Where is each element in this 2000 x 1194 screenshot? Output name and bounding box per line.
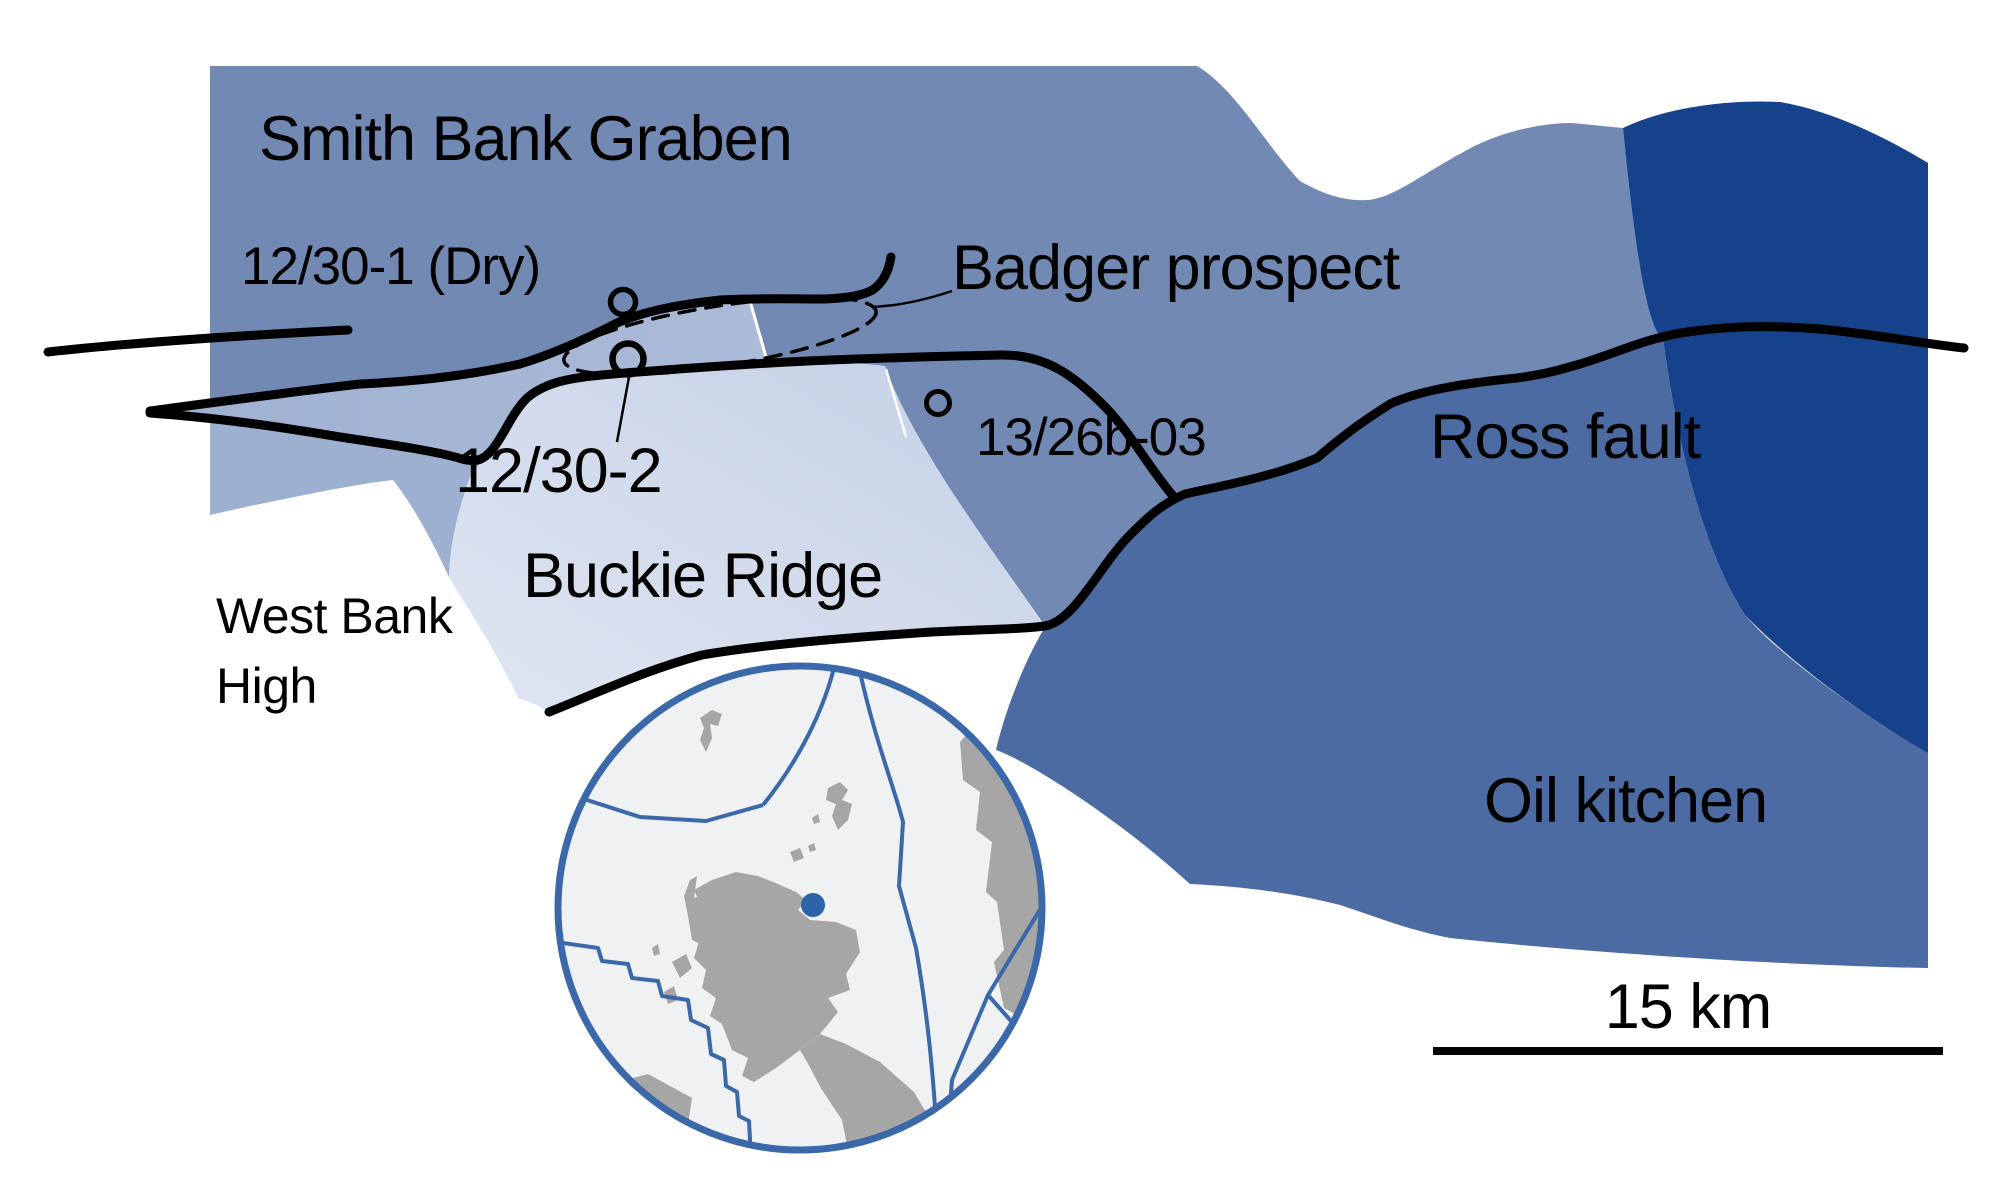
- fault-layer: [43, 252, 1969, 717]
- fault-upper-splay: [145, 252, 896, 416]
- inset-land-skye: [652, 944, 692, 1004]
- inset-sea: [558, 666, 1042, 1150]
- seam-band-graben: [748, 300, 770, 365]
- label-oil-kitchen: Oil kitchen: [1484, 766, 1767, 836]
- inset-boundary-irish-sea: [558, 940, 753, 1150]
- inset-land-scotland: [690, 872, 860, 1082]
- label-badger-prospect: Badger prospect: [952, 233, 1401, 303]
- scale-bar: 15 km: [1433, 972, 1943, 1055]
- label-layer: Smith Bank Graben 12/30-1 (Dry) Badger p…: [216, 104, 1768, 836]
- region-layer: [150, 66, 1928, 968]
- inset-map: [554, 662, 1046, 1154]
- label-west-bank-line2: High: [216, 658, 317, 714]
- inset-border: [554, 662, 1046, 1154]
- inset-boundary-median-north: [761, 666, 837, 807]
- region-west-bank-wedge: [210, 417, 492, 577]
- label-well-13-26b-03: 13/26b-03: [976, 408, 1206, 467]
- label-ross-fault: Ross fault: [1430, 402, 1702, 472]
- scale-bar-line: [1433, 1047, 1943, 1055]
- leader-badger: [871, 289, 953, 309]
- inset-study-area-dot: [801, 893, 825, 917]
- inset-boundary-norway-line: [858, 671, 940, 1150]
- well-symbol-12-30-2: [609, 340, 647, 378]
- inset-land-orkney: [790, 843, 816, 862]
- fault-ross: [544, 322, 1969, 717]
- label-west-bank-line1: West Bank: [216, 588, 454, 644]
- fault-segment-short: [43, 325, 353, 357]
- well-symbol-12-30-1: [607, 286, 639, 318]
- region-smith-bank-graben: [210, 66, 1663, 626]
- region-fault-band: [150, 299, 768, 461]
- seam-ridge-graben: [884, 368, 908, 438]
- inset-boundary-faroe-line: [558, 788, 764, 823]
- region-buckie-ridge: [449, 361, 1045, 712]
- label-buckie-ridge: Buckie Ridge: [523, 541, 882, 611]
- label-well-12-30-2: 12/30-2: [455, 436, 662, 506]
- leader-well-12-30-2: [615, 376, 631, 443]
- scale-bar-label: 15 km: [1605, 972, 1772, 1042]
- region-oil-kitchen-deep: [1623, 101, 1928, 753]
- region-oil-kitchen: [996, 338, 1928, 968]
- inset-land-faroe: [700, 710, 722, 752]
- well-symbol-13-26b-03: [924, 389, 952, 417]
- annotation-layer: [607, 286, 953, 443]
- badger-prospect-outline: [562, 295, 878, 377]
- inset-land-shetland: [812, 782, 852, 830]
- label-well-12-30-1: 12/30-1 (Dry): [241, 237, 540, 296]
- label-smith-bank-graben: Smith Bank Graben: [259, 104, 792, 174]
